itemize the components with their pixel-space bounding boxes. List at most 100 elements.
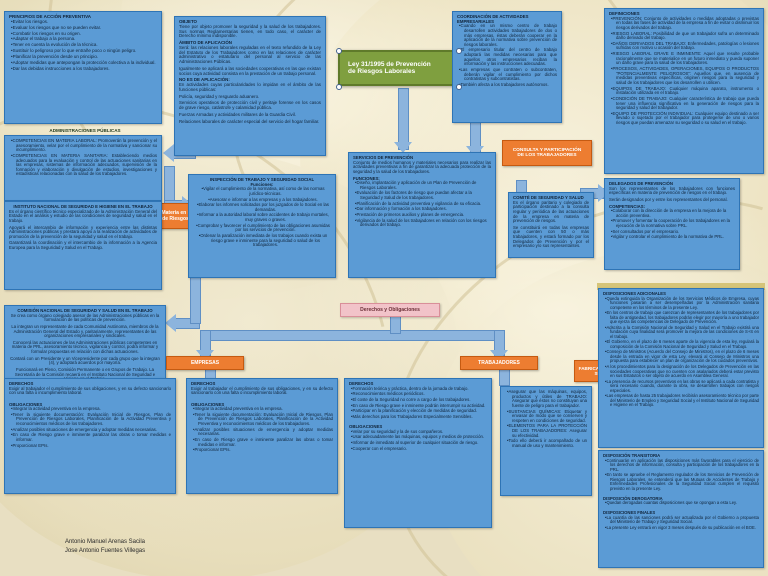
administraciones-list: COMPETENCIAS EN MATERIA LABORAL: Promove… (9, 138, 157, 177)
author-line-2: Jose Antonio Fuentes Villegas (64, 548, 146, 554)
box-comite-seguridad-salud[interactable]: COMITÉ DE SEGURIDAD Y SALUD Es el órgano… (508, 192, 594, 258)
servicios-subheading: FUNCIONES: (353, 175, 380, 181)
list-item: Vigilar el cumplimiento de la normativa,… (200, 186, 331, 196)
list-item: Evaluar los riesgos que no se pueden evi… (13, 25, 157, 31)
node-empresas[interactable]: EMPRESAS (166, 356, 244, 370)
connector-arrow (490, 350, 508, 361)
list-item: Formación teórica y práctica, dentro de … (353, 386, 487, 392)
author-line-1: Antonio Manuel Arenas Sacila (64, 539, 146, 545)
box-disposiciones-finales-group[interactable]: DISPOSICIÓN TRANSITORIA Continuarán en a… (598, 450, 764, 568)
disp-derogatoria-heading: DISPOSICIÓN DEROGATORIA (603, 495, 663, 501)
list-item: En tanto se apruebe el Reglamento regula… (606, 472, 759, 491)
title-box[interactable]: Ley 31/1995 de Prevención de Riesgos Lab… (338, 50, 458, 86)
box-delegados-prevencion[interactable]: DELEGADOS DE PREVENCIÓN Son los represen… (604, 178, 740, 270)
disp-finales-heading: DISPOSICIONES FINALES (603, 510, 656, 516)
insht-paragraph: Apoyará el intercambio de información y … (9, 224, 157, 239)
connector-arrow (196, 350, 214, 361)
node-derechos-obligaciones[interactable]: Derechos y Obligaciones (340, 303, 440, 317)
list-item: Todo ello deberá ir acompañado de un man… (509, 439, 587, 448)
list-item: EQUIPO DE PROTECCIÓN INDIVIDUAL: Cualqui… (613, 111, 759, 126)
box-definiciones[interactable]: DEFINICIONES PREVENCIÓN: Conjunto de act… (604, 8, 764, 174)
objeto-p6: Servicios operativos de protección civil… (179, 100, 321, 110)
objeto-p3: Igualmente se aplicará a las sociedades … (179, 65, 321, 76)
delegados-subheading: COMPETENCIAS: (609, 203, 646, 209)
node-trabajadores[interactable]: TRABAJADORES (460, 356, 538, 370)
list-item: Tener la siguiente documentación: Evalua… (195, 412, 333, 427)
list-item: Comprobar y favorecer el cumplimiento de… (198, 223, 331, 233)
principios-heading: PRINCIPIOS DE ACCIÓN PREVENTIVA (9, 14, 92, 19)
connector (499, 368, 510, 386)
box-disposiciones-adicionales[interactable]: DISPOSICIONES ADICIONALES Queda extingui… (598, 288, 764, 448)
box-empresas-detail-middle[interactable]: DERECHOS Exigir al trabajador el cumplim… (186, 378, 338, 494)
list-item: Planificar la prevención desde un princi… (13, 54, 157, 60)
disp-adicionales-heading: DISPOSICIONES ADICIONALES (603, 291, 666, 296)
list-item: En caso de Riesgo grave e inminente para… (13, 433, 171, 442)
comision-heading: COMISIÓN NACIONAL DE SEGURIDAD Y SALUD E… (17, 308, 153, 313)
list-item: COMPETENCIAS EN MATERIA SANITARIA: Estab… (13, 153, 157, 177)
list-item: Evitar los riesgos. (13, 19, 157, 25)
inspeccion-list: Vigilar el cumplimiento de la normativa,… (193, 186, 331, 248)
inspeccion-heading: INSPECCIÓN DE TRABAJO Y SEGURIDAD SOCIAL (209, 177, 315, 182)
list-item: Asesorar e informar a las empresas y a l… (200, 197, 331, 203)
objeto-p2: Será: las relaciones laborales reguladas… (179, 44, 321, 64)
box-inspeccion-trabajo[interactable]: INSPECCIÓN DE TRABAJO Y SEGURIDAD SOCIAL… (188, 174, 336, 278)
definiciones-heading: DEFINICIONES (609, 11, 640, 16)
comision-paragraph: Contará con un Presidente y un Vicepresi… (10, 355, 160, 366)
empresas-derechos-heading: DERECHOS (9, 381, 34, 386)
list-item: Las empresas que contraten o subcontrate… (461, 67, 557, 82)
coordinacion-list: Cuando en un mismo centro de trabajo des… (457, 23, 557, 88)
objeto-p7: Fuerzas Armadas y actividades militares … (179, 111, 296, 117)
list-item: Planificación de la actividad preventiva… (357, 201, 491, 207)
insht-heading: INSTITUTO NACIONAL DE SEGURIDAD E HIGIEN… (13, 204, 153, 209)
box-insht[interactable]: INSTITUTO NACIONAL DE SEGURIDAD E HIGIEN… (4, 201, 162, 290)
list-item: También afecta a los trabajadores autóno… (461, 82, 557, 88)
list-item: Informar a la autoridad laboral sobre ac… (199, 213, 331, 222)
list-item: PREVENCIÓN: Conjunto de actividades o me… (613, 16, 759, 31)
trabajadores-obligaciones-heading: OBLIGACIONES (349, 424, 383, 430)
list-item: Ser consultados por el empresario. (613, 229, 735, 235)
connector-arrow (163, 144, 174, 162)
ambito-heading: ÁMBITO DE APLICACIÓN (179, 40, 232, 45)
list-item: DAÑOS DERIVADOS DEL TRABAJO: Enfermedade… (613, 41, 759, 51)
delegados-p2: Serán designados por y entre los represe… (609, 196, 728, 202)
authors: Antonio Manuel Arenas Sacila Jose Antoni… (40, 538, 170, 556)
connector-arrow (165, 314, 176, 332)
node-consulta-participacion[interactable]: CONSULTA Y PARTICIPACIÓN DE LOS TRABAJAD… (502, 140, 592, 166)
list-item: En caso de Riesgo grave e inminente podr… (353, 403, 487, 409)
comision-paragraph: La integran un representante de cada Com… (11, 323, 159, 339)
delegados-p1: Son los representantes de los trabajador… (609, 185, 735, 196)
list-item: Las empresas de hasta 25 trabajadores re… (606, 393, 759, 408)
box-fabricantes-detail[interactable]: Asegurar que las máquinas, equipos, prod… (500, 386, 592, 496)
list-item: RIESGO LABORAL GRAVE E INMINENTE: Aquel … (613, 51, 759, 66)
empresas-mid-obligaciones-list: Integrar la actividad preventiva en la e… (191, 407, 333, 453)
consulta-line-2: DE LOS TRABAJADORES (517, 153, 577, 158)
objeto-p5: Policía, seguridad y resguardo aduanero. (179, 93, 260, 99)
connector (398, 88, 409, 150)
list-item: Usar adecuadamente las máquinas, equipos… (353, 435, 487, 440)
list-item: El empresario titular del centro de trab… (461, 48, 557, 67)
box-administraciones-publicas[interactable]: COMPETENCIAS EN MATERIA LABORAL: Promove… (4, 135, 162, 201)
list-item: SUSTANCIAS QUÍMICAS: Etiquetar y envasar… (509, 409, 587, 424)
box-coordinacion-actividades[interactable]: COORDINACIÓN DE ACTIVIDADES EMPRESARIALE… (452, 11, 562, 123)
delegados-heading: DELEGADOS DE PREVENCIÓN (609, 181, 673, 186)
list-item: PROCESOS, ACTIVIDADES, OPERACIONES, EQUI… (613, 66, 759, 86)
objeto-heading: OBJETO (179, 19, 197, 24)
box-principios-accion-preventiva[interactable]: PRINCIPIOS DE ACCIÓN PREVENTIVA Evitar l… (4, 11, 162, 124)
comite-p2: Se constituirá en todas las empresas que… (513, 224, 589, 249)
objeto-p1: Tiene por objeto promover la seguridad y… (179, 23, 321, 39)
list-item: Vigilancia de la salud de los trabajador… (357, 218, 491, 228)
box-empresas-derechos-obligaciones[interactable]: DERECHOS Exigir al trabajador el cumplim… (4, 378, 176, 494)
list-item: Adscrita a la Comisión Nacional de Segur… (606, 325, 759, 340)
principios-list: Evitar los riesgos. Evaluar los riesgos … (9, 19, 157, 72)
list-item: Sustituir lo peligroso por lo que entrañ… (13, 48, 157, 54)
list-item: Cuando en un mismo centro de trabajo des… (461, 23, 557, 47)
disp-transitoria-list: Continuarán en aplicación las disposicio… (603, 458, 759, 492)
box-objeto-ambito[interactable]: OBJETO Tiene por objeto promover la segu… (174, 16, 326, 156)
empresas-mid-obligaciones-heading: OBLIGACIONES (191, 401, 225, 407)
box-trabajadores-derechos-obligaciones[interactable]: DERECHOS Formación teórica y práctica, d… (344, 378, 492, 528)
list-item: Tener la siguiente documentación: Evalua… (13, 412, 171, 427)
list-item: En los centros de trabajo que carezcan d… (606, 310, 759, 325)
list-item: Analizar posibles situaciones de emergen… (195, 427, 333, 437)
box-servicios-prevencion[interactable]: SERVICIOS DE PREVENCIÓN Conjunto de medi… (348, 152, 496, 278)
servicios-list: Diseño, implantación y aplicación de un … (353, 180, 491, 228)
